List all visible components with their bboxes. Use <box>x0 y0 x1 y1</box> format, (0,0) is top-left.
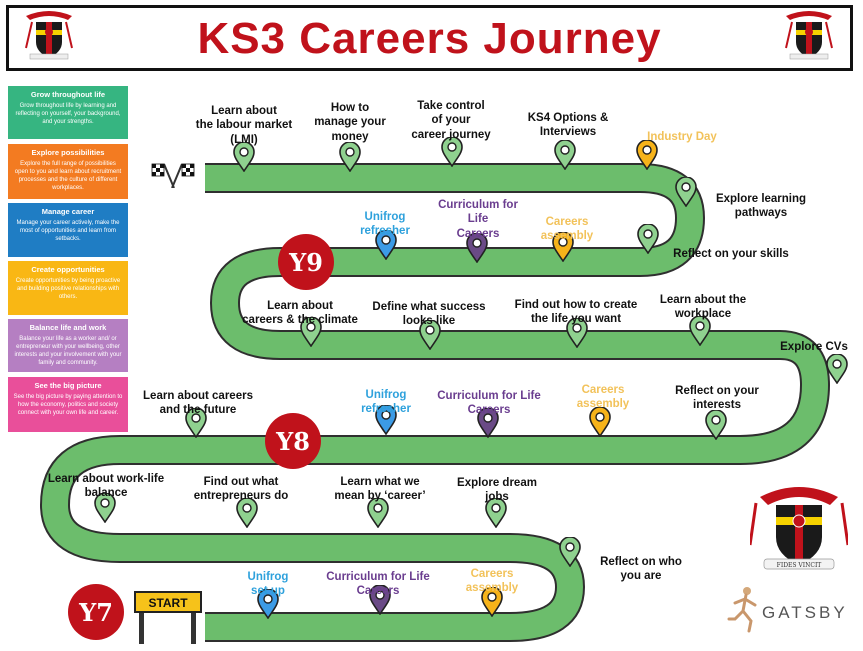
legend-big-picture: See the big picture See the big picture … <box>8 377 128 432</box>
milestone-label-industry: Industry Day <box>647 131 717 143</box>
milestone-label-cfl-y7: Curriculum for Life Careers <box>326 571 430 598</box>
milestone-label-assembly-y9: Careers assembly <box>540 216 594 243</box>
gatsby-logo: GATSBY <box>762 603 848 622</box>
milestone-label-workplace: Learn about the workplace <box>659 294 747 321</box>
map-pin-icon <box>369 585 391 615</box>
milestone-label-reflect-skills: Reflect on your skills <box>673 248 789 260</box>
map-pin-icon <box>339 142 361 172</box>
map-pin-icon <box>375 405 397 435</box>
map-pin-icon <box>300 317 322 347</box>
milestone-label-control: Take control of your career journey <box>411 100 491 141</box>
milestone-label-assembly-y7: Careers assembly <box>465 568 519 595</box>
milestone-label-assembly-y8: Careers assembly <box>576 384 630 411</box>
start-sign: START <box>134 591 202 644</box>
map-pin-icon <box>257 589 279 619</box>
map-pin-icon <box>554 140 576 170</box>
map-pin-icon <box>477 408 499 438</box>
milestone-label-work-life: Learn about work-life balance <box>47 473 165 500</box>
legend-title: Manage career <box>41 207 95 216</box>
milestone-label-unifrog-y9: Unifrog refresher <box>360 211 410 238</box>
milestone-label-climate: Learn about careers & the climate <box>242 300 358 327</box>
legend-explore: Explore possibilities Explore the full r… <box>8 144 128 199</box>
year-badge-y8: Y8 <box>265 413 321 469</box>
legend-title: Grow throughout life <box>30 90 106 99</box>
map-pin-icon <box>419 320 441 350</box>
running-figure-icon <box>727 587 757 633</box>
crest-motto: FIDES VINCIT <box>777 562 822 569</box>
milestone-label-unifrog-setup: Unifrog set up <box>247 571 289 598</box>
map-pin-icon <box>689 316 711 346</box>
legend-text: Explore the full range of possibilities … <box>14 161 122 192</box>
year-badge-y7: Y7 <box>68 584 124 640</box>
milestone-label-cvs: Explore CVs <box>780 341 848 353</box>
legend-grow: Grow throughout life Grow throughout lif… <box>8 86 128 139</box>
legend-text: See the big picture by paying attention … <box>13 394 123 417</box>
map-pin-icon <box>236 498 258 528</box>
milestone-label-success: Define what success looks like <box>372 301 486 328</box>
legend-title: Create opportunities <box>31 265 105 274</box>
map-pin-icon <box>566 318 588 348</box>
legend-title: Balance life and work <box>29 323 107 332</box>
legend-title: Explore possibilities <box>31 148 105 157</box>
school-crest-icon <box>785 11 833 60</box>
legend-create: Create opportunities Create opportunitie… <box>8 261 128 315</box>
title-banner: KS3 Careers Journey <box>6 5 853 71</box>
milestone-label-reflect-who: Reflect on who you are <box>600 556 682 583</box>
map-pin-icon <box>185 408 207 438</box>
legend-text: Manage your career actively, make the mo… <box>16 220 120 243</box>
legend-text: Balance your life as a worker and/ or en… <box>14 336 122 367</box>
milestone-label-ks4: KS4 Options & Interviews <box>527 112 609 139</box>
school-crest-icon <box>25 11 73 60</box>
map-pin-icon <box>94 493 116 523</box>
milestone-label-unifrog-y8: Unifrog refresher <box>361 389 411 416</box>
map-pin-icon <box>589 407 611 437</box>
milestone-label-money: How to manage your money <box>314 102 386 143</box>
map-pin-icon <box>636 140 658 170</box>
page-title: KS3 Careers Journey <box>197 14 662 63</box>
milestone-label-lmi: Learn about the labour market (LMI) <box>195 105 293 146</box>
map-pin-icon <box>375 230 397 260</box>
milestone-label-cfl-y9: Curriculum for Life Careers <box>438 199 518 240</box>
map-pin-icon <box>367 498 389 528</box>
map-pin-icon <box>637 224 659 254</box>
milestone-label-meaning-career: Learn what we mean by ‘career’ <box>334 476 426 503</box>
map-pin-icon <box>233 142 255 172</box>
map-pin-icon <box>826 354 848 384</box>
milestone-label-life-you-want: Find out how to create the life you want <box>514 299 638 326</box>
legend-title: See the big picture <box>34 381 102 390</box>
legend-text: Create opportunities by being proactive … <box>15 278 121 301</box>
map-pin-icon <box>559 537 581 567</box>
milestone-label-entrepreneurs: Find out what entrepreneurs do <box>193 476 289 503</box>
map-pin-icon <box>466 233 488 263</box>
school-crest-large-icon: FIDES VINCIT <box>750 487 848 570</box>
start-sign-label: START <box>148 596 188 610</box>
milestone-label-dream-jobs: Explore dream jobs <box>457 477 537 504</box>
milestone-label-cfl-y8: Curriculum for Life Careers <box>437 390 541 417</box>
legend-text: Grow throughout life by learning and ref… <box>15 103 121 126</box>
legend-manage: Manage career Manage your career activel… <box>8 203 128 257</box>
milestone-label-explore-learning: Explore learning pathways <box>715 193 807 220</box>
map-pin-icon <box>485 498 507 528</box>
legend-balance: Balance life and work Balance your life … <box>8 319 128 372</box>
map-pin-icon <box>552 232 574 262</box>
map-pin-icon <box>705 410 727 440</box>
map-pin-icon <box>441 137 463 167</box>
checkered-flags-icon <box>151 163 195 188</box>
map-pin-icon <box>481 587 503 617</box>
map-pin-icon <box>675 177 697 207</box>
milestone-label-careers-future: Learn about careers and the future <box>143 390 253 417</box>
milestone-label-reflect-interests: Reflect on your interests <box>675 385 759 412</box>
year-badge-y9: Y9 <box>278 234 334 290</box>
